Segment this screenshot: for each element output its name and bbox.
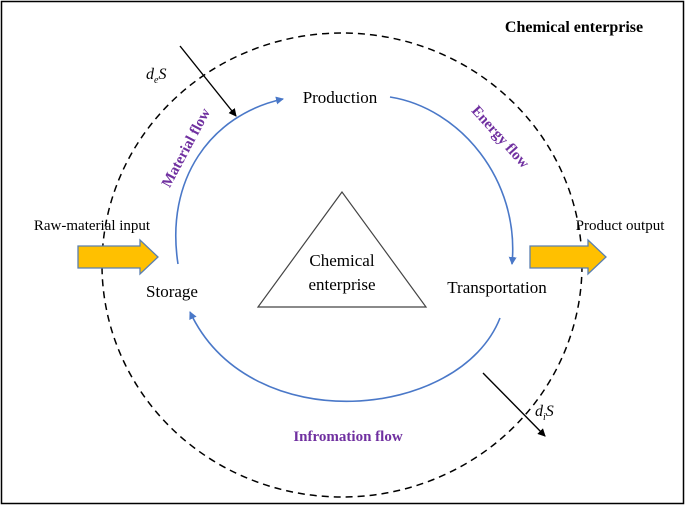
product-output-label: Product output — [576, 218, 666, 234]
diagram-title: Chemical enterprise — [505, 19, 643, 36]
external-entropy-label: deS — [146, 66, 166, 86]
information-flow-arrow — [189, 311, 501, 403]
center-label-line2: enterprise — [308, 275, 375, 294]
raw-material-input-label: Raw-material input — [34, 218, 151, 234]
node-transportation: Transportation — [447, 278, 547, 297]
enterprise-triangle — [256, 190, 428, 308]
node-production: Production — [303, 88, 378, 107]
raw-material-input-arrow — [77, 238, 159, 276]
internal-entropy-label: diS — [535, 403, 554, 423]
information-flow-label: Infromation flow — [293, 429, 402, 445]
product-output-arrow — [529, 238, 607, 276]
node-storage: Storage — [146, 282, 198, 301]
material-flow-arrow — [174, 96, 284, 265]
internal-entropy-arrow — [482, 372, 546, 437]
energy-flow-arrow — [389, 96, 517, 265]
center-label-line1: Chemical — [309, 251, 374, 270]
external-entropy-arrow — [179, 45, 237, 117]
